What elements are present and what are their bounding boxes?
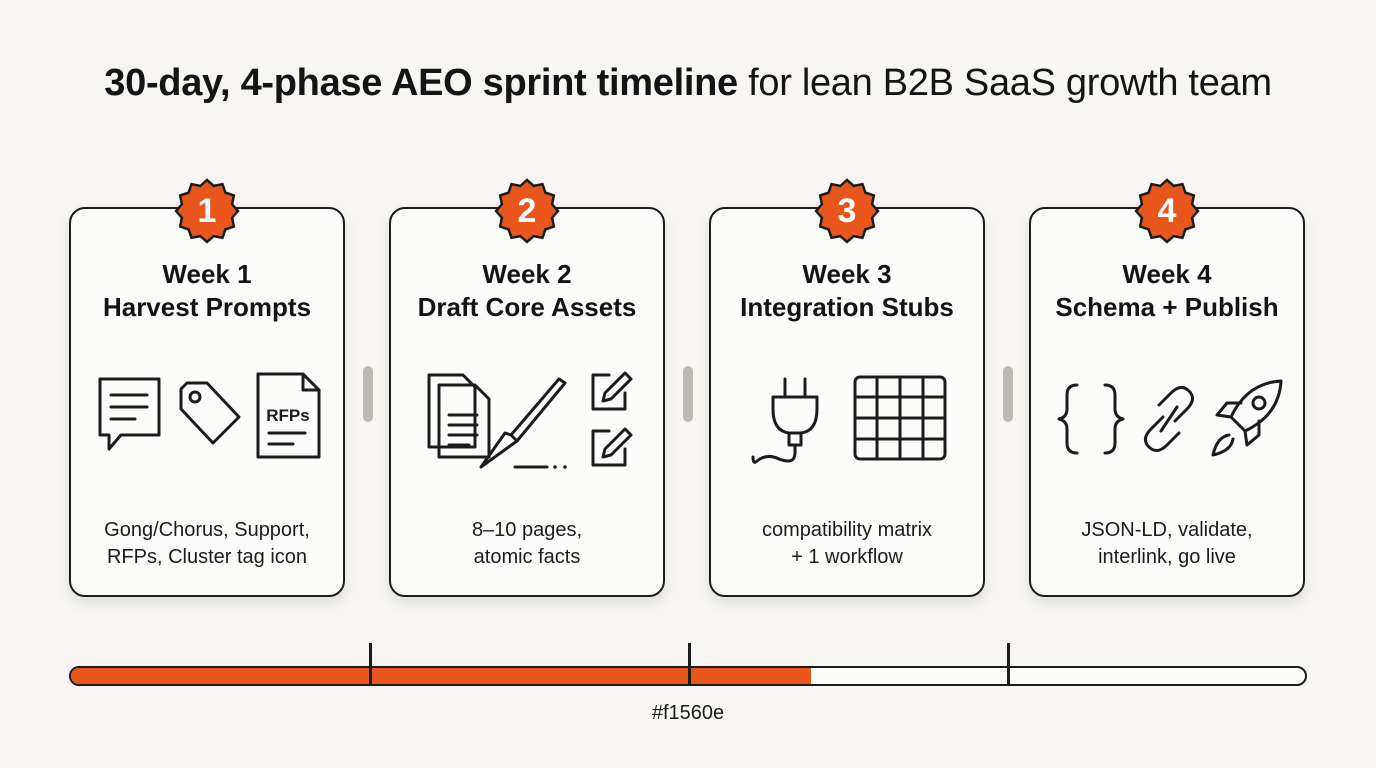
edit-icon [591, 427, 633, 467]
page-title: 30-day, 4-phase AEO sprint timeline for … [0, 62, 1376, 105]
phase-description: Gong/Chorus, Support, RFPs, Cluster tag … [71, 517, 343, 571]
curly-braces-icon [1057, 383, 1125, 455]
chat-bubble-icon [98, 377, 161, 451]
phase-desc-line: Gong/Chorus, Support, [104, 519, 310, 541]
progress-tick [1007, 643, 1010, 686]
phase-card-3: 3 Week 3 Integration Stubs compatibility… [709, 178, 985, 597]
phase-card-2: 2 Week 2 Draft Core Assets 8–10 pag [389, 178, 665, 597]
progress-tick [688, 643, 691, 686]
phase-icons [711, 369, 983, 469]
phase-desc-line: + 1 workflow [791, 546, 903, 568]
phase-icons [391, 369, 663, 469]
phase-week: Week 4 [1122, 259, 1212, 289]
phase-icons [1031, 369, 1303, 469]
phase-badge: 4 [1133, 177, 1201, 245]
link-icon [1144, 386, 1194, 452]
phase-desc-line: RFPs, Cluster tag icon [106, 546, 308, 568]
phase-desc-line: compatibility matrix [761, 519, 933, 541]
document-icon-label: RFPs [266, 406, 309, 425]
phase-description: compatibility matrix + 1 workflow [711, 517, 983, 571]
phase-name: Harvest Prompts [102, 292, 312, 322]
phase-badge: 3 [813, 177, 881, 245]
edit-icon [591, 371, 633, 411]
phase-card-1: 1 Week 1 Harvest Prompts RFPs Gong/Choru… [69, 178, 345, 597]
phase-badge: 2 [493, 177, 561, 245]
phase-number: 2 [517, 192, 537, 230]
phase-desc-line: interlink, go live [1098, 546, 1236, 568]
phase-connector [363, 366, 373, 422]
scalpel-icon [479, 377, 567, 469]
phase-description: JSON-LD, validate, interlink, go live [1031, 517, 1303, 571]
tag-icon [179, 381, 241, 445]
badge-shape [174, 178, 240, 244]
badge-shape [494, 178, 560, 244]
phase-number: 4 [1157, 192, 1177, 230]
rocket-icon [1211, 379, 1283, 457]
phase-desc-line: atomic facts [473, 546, 581, 568]
title-bold: 30-day, 4-phase AEO sprint timeline [104, 62, 738, 104]
phase-number: 3 [837, 192, 857, 230]
progress-fill [71, 668, 812, 684]
phase-name: Integration Stubs [740, 292, 954, 322]
phase-week: Week 1 [162, 259, 252, 289]
phase-week: Week 2 [482, 259, 572, 289]
phase-name: Draft Core Assets [417, 292, 637, 322]
phase-connector [1003, 366, 1013, 422]
badge-shape [814, 178, 880, 244]
phase-card-4: 4 Week 4 Schema + Publish JSON-LD, valid… [1029, 178, 1305, 597]
phase-desc-line: JSON-LD, validate, [1081, 519, 1253, 541]
phase-badge: 1 [173, 177, 241, 245]
badge-shape [1134, 178, 1200, 244]
plug-icon [751, 377, 819, 464]
phase-connector [683, 366, 693, 422]
phase-number: 1 [197, 192, 217, 230]
document-icon: RFPs [256, 372, 321, 459]
phase-desc-line: 8–10 pages, [471, 519, 583, 541]
phase-name: Schema + Publish [1055, 292, 1279, 322]
documents-icon [427, 373, 491, 459]
progress-tick [369, 643, 372, 686]
grid-table-icon [853, 375, 947, 461]
phase-icons: RFPs [71, 369, 343, 469]
phase-description: 8–10 pages, atomic facts [391, 517, 663, 571]
progress-caption: #f1560e [651, 702, 725, 724]
phase-week: Week 3 [802, 259, 892, 289]
title-rest: for lean B2B SaaS growth team [737, 62, 1272, 104]
